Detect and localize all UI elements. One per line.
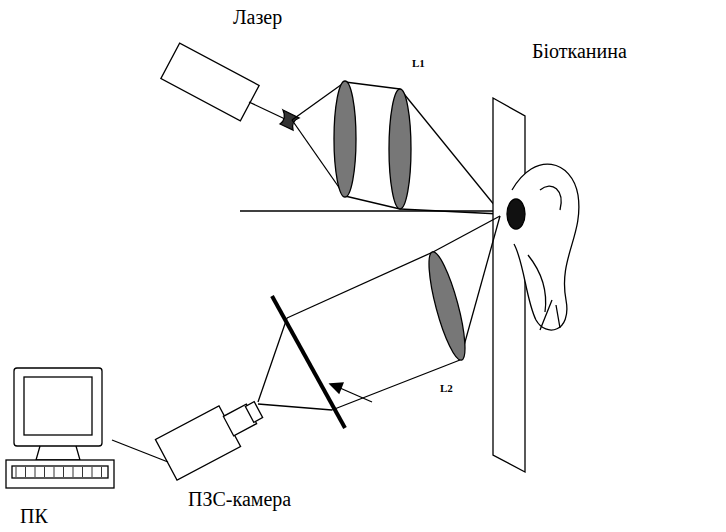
lens-label: L2 <box>440 382 453 394</box>
laser-body <box>161 43 259 121</box>
tissue-label: Біотканина <box>532 40 627 62</box>
tissue-object <box>507 164 579 330</box>
tissue-plate <box>493 98 525 472</box>
lens-l1b <box>389 89 411 209</box>
filter-plate <box>272 296 345 428</box>
lens-label: L1 <box>412 57 425 69</box>
computer-label: ПК <box>20 505 48 527</box>
lens-l1a <box>334 81 356 197</box>
laser-mount <box>249 102 285 119</box>
laser-label: Лазер <box>233 6 282 28</box>
computer <box>6 368 114 488</box>
optical-axis <box>240 210 503 211</box>
pointer-arrow <box>330 383 372 402</box>
lens-l2 <box>422 249 472 363</box>
cable <box>112 440 168 462</box>
laser-beam <box>292 82 500 214</box>
scattered-beam <box>258 216 500 410</box>
camera-label: ПЗС-камера <box>188 488 291 510</box>
